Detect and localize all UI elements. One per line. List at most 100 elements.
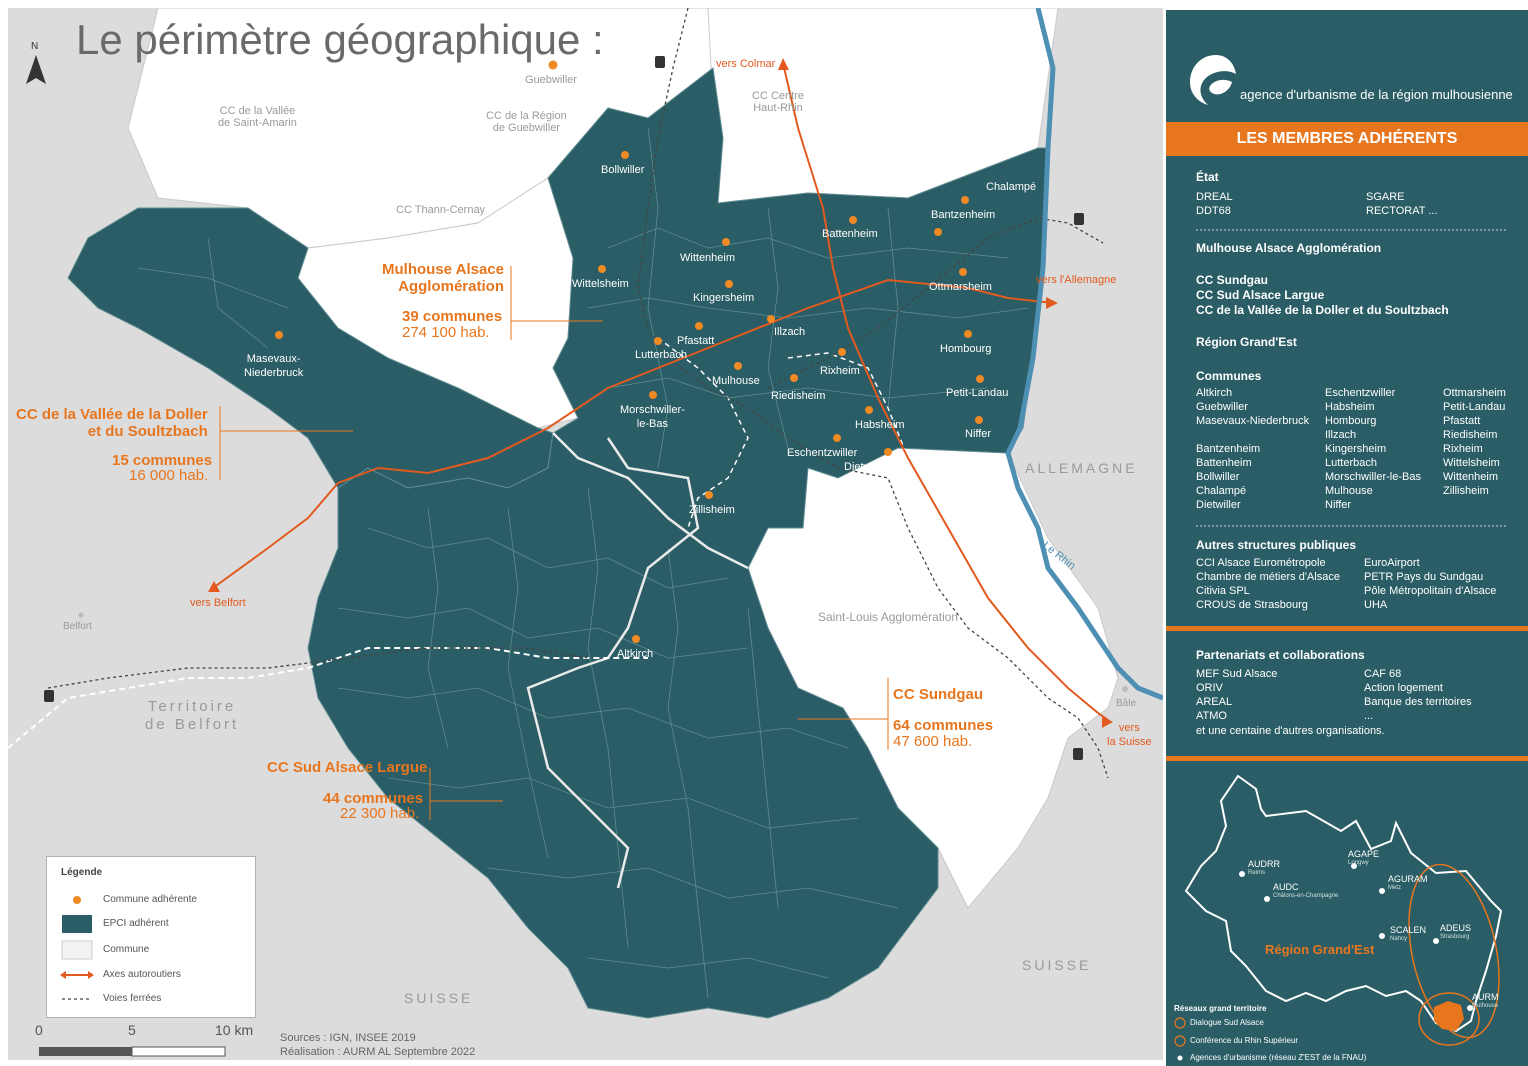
etat-col1: DREAL DDT68 xyxy=(1196,190,1233,218)
orange-separator xyxy=(1166,756,1528,761)
cc-sud-alsace-item: CC Sud Alsace Largue xyxy=(1196,288,1325,302)
epci-doller-pop: 16 000 hab. xyxy=(129,467,209,484)
map-canvas xyxy=(8,8,1163,1019)
commune-item: Chalampé xyxy=(1196,485,1247,497)
epci-areas xyxy=(67,67,1049,1019)
commune-item: Lutterbach xyxy=(1325,457,1377,469)
etat-item: RECTORAT ... xyxy=(1366,205,1438,217)
partenariats-col2: CAF 68 Action logement Banque des territ… xyxy=(1364,667,1472,723)
map-area: Le périmètre géographique : N Guebwiller… xyxy=(8,8,1163,1060)
minimap-legend-symbols xyxy=(1174,1017,1186,1061)
commune-borders xyxy=(137,127,1029,999)
town-wittenheim: Wittenheim xyxy=(680,252,736,264)
autres-item: EuroAirport xyxy=(1364,557,1420,569)
highways xyxy=(212,62,1109,721)
legend-item-commune: Commune xyxy=(103,944,150,955)
autres-item: Pôle Métropolitain d'Alsace xyxy=(1364,585,1497,597)
town-ottmarsheim: Ottmarsheim xyxy=(929,281,992,293)
minimap-region-label: Région Grand'Est xyxy=(1265,942,1375,957)
grand-est-minimap xyxy=(1184,774,1503,1046)
commune-item: Bantzenheim xyxy=(1196,443,1261,455)
panel-heading: LES MEMBRES ADHÉRENTS xyxy=(1236,130,1458,147)
direction-allemagne: vers l'Allemagne xyxy=(1036,274,1117,286)
section-etat: État xyxy=(1196,170,1219,184)
sources-text: Sources : IGN, INSEE 2019 Réalisation : … xyxy=(280,1032,476,1058)
label-cc-centre-haut-rhin: CC Centre Haut-Rhin xyxy=(752,90,804,114)
partenariats-more: et une centaine d'autres organisations. xyxy=(1196,725,1385,737)
heading-band xyxy=(1166,122,1528,156)
section-region: Région Grand'Est xyxy=(1196,335,1297,349)
commune-points xyxy=(275,60,984,643)
label-guebwiller: Guebwiller xyxy=(525,74,577,86)
commune-item: Illzach xyxy=(1325,429,1357,441)
town-dietwiller: Dietwiller xyxy=(844,461,889,473)
partner-item: Action logement xyxy=(1364,682,1443,694)
epci-sundgau-name: CC Sundgau xyxy=(893,686,983,703)
town-riedisheim: Riedisheim xyxy=(771,390,826,402)
label-saint-louis: Saint-Louis Agglomération xyxy=(818,610,959,624)
epci-m2a-count: 39 communes xyxy=(402,308,503,325)
rhine-river xyxy=(1005,8,1163,701)
aurm-logo-icon xyxy=(1190,55,1236,105)
etat-item: DREAL xyxy=(1196,191,1233,203)
partner-item: Banque des territoires xyxy=(1364,696,1472,708)
info-panel: agence d'urbanisme de la région mulhousi… xyxy=(1166,10,1528,1066)
commune-item xyxy=(1196,428,1309,442)
agency-city: Longwy xyxy=(1348,860,1369,866)
commune-item: Masevaux-Niederbruck xyxy=(1196,415,1310,427)
town-bantzenheim: Bantzenheim xyxy=(931,209,996,221)
organisation-name: agence d'urbanisme de la région mulhousi… xyxy=(1240,87,1513,102)
commune-item: Wittenheim xyxy=(1443,471,1499,483)
commune-item: Guebwiller xyxy=(1196,401,1248,413)
commune-item: Dietwiller xyxy=(1196,499,1241,511)
legend-item-axes: Axes autoroutiers xyxy=(103,969,181,980)
north-label: N xyxy=(31,41,39,52)
m2a-border xyxy=(657,337,749,529)
label-cc-guebwiller: CC de la Région de Guebwiller xyxy=(486,110,567,134)
label-suisse-west: SUISSE xyxy=(404,990,474,1006)
commune-item: Battenheim xyxy=(1196,457,1252,469)
town-bollwiller: Bollwiller xyxy=(601,164,645,176)
label-territoire-belfort: Territoire de Belfort xyxy=(145,698,240,733)
agency-name: AURM xyxy=(1472,992,1499,1002)
direction-suisse: vers la Suisse xyxy=(1107,722,1152,748)
town-petit-landau: Petit-Landau xyxy=(946,387,1009,399)
autres-item: PETR Pays du Sundgau xyxy=(1364,571,1484,583)
direction-belfort: vers Belfort xyxy=(190,597,246,609)
town-altkirch: Altkirch xyxy=(617,648,654,660)
agency-name: AUDRR xyxy=(1248,859,1281,869)
direction-colmar: vers Colmar xyxy=(716,58,776,70)
agency-city: Mulhouse xyxy=(1472,1003,1499,1009)
partner-item: MEF Sud Alsace xyxy=(1196,668,1278,680)
commune-item: Petit-Landau xyxy=(1443,401,1506,413)
page-title: Le périmètre géographique : xyxy=(76,16,604,63)
legend-item-epci: EPCI adhérent xyxy=(103,918,169,929)
label-belfort: Belfort xyxy=(63,621,92,632)
epci-m2a-pop: 274 100 hab. xyxy=(402,324,490,341)
epci-doller-count: 15 communes xyxy=(112,452,213,469)
cc-sundgau-item: CC Sundgau xyxy=(1196,273,1268,287)
commune-item: Zillisheim xyxy=(1443,485,1489,497)
town-wittelsheim: Wittelsheim xyxy=(572,278,629,290)
communes-col1: Altkirch Guebwiller Masevaux-Niederbruck… xyxy=(1196,386,1309,512)
agency-name: ADEUS xyxy=(1440,923,1472,933)
epci-doller-name: CC de la Vallée de la Doller et du Soult… xyxy=(16,406,208,440)
town-pfastatt: Pfastatt xyxy=(677,335,715,347)
north-arrow-icon xyxy=(26,55,46,84)
partner-item: ORIV xyxy=(1196,682,1223,694)
commune-item: Morschwiller-le-Bas xyxy=(1325,471,1421,483)
town-morschwiller: Morschwiller- le-Bas xyxy=(620,404,685,430)
autres-item: UHA xyxy=(1364,599,1388,611)
divider xyxy=(1196,229,1506,231)
legend-item-voies: Voies ferrées xyxy=(103,993,162,1004)
label-allemagne: ALLEMAGNE xyxy=(1025,460,1138,476)
town-eschentzwiller: Eschentzwiller xyxy=(787,447,858,459)
minimap-legend-agences: Agences d'urbanisme (réseau Z'EST de la … xyxy=(1190,1053,1367,1062)
etat-col2: SGARE RECTORAT ... xyxy=(1366,190,1438,218)
legend-symbols xyxy=(60,896,94,1000)
highway-arrows xyxy=(208,58,1113,728)
commune-areas xyxy=(127,8,1119,909)
epci-sundgau-pop: 47 600 hab. xyxy=(893,733,973,750)
